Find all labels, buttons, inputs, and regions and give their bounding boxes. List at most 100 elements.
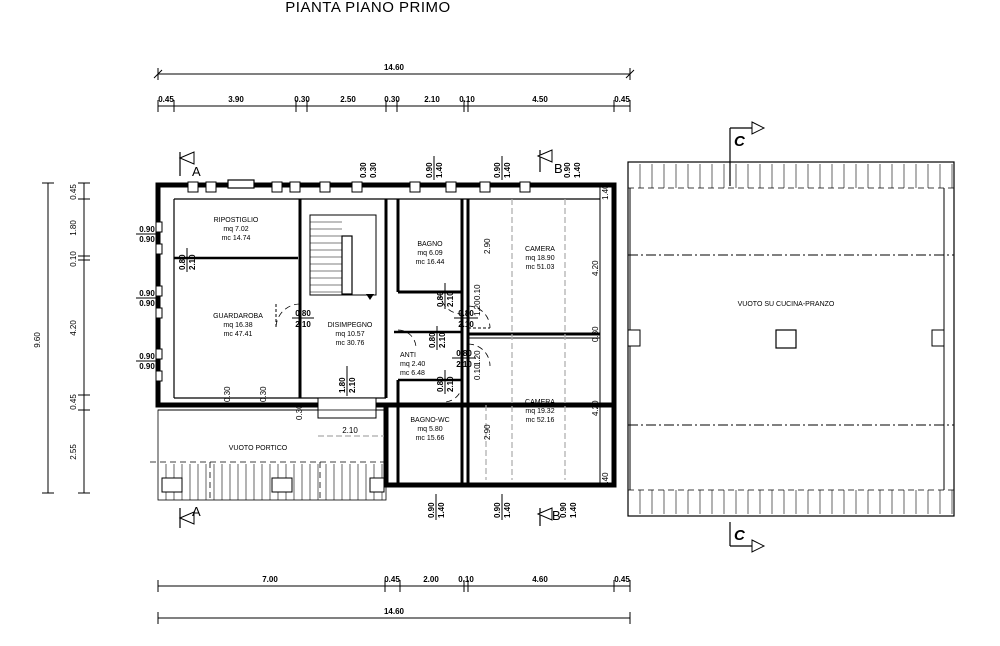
- inner-dimensions: 2.90 4.20 1.20 0.10 0.30 1.20 0.10 2.90 …: [223, 184, 610, 488]
- svg-text:DISIMPEGNO: DISIMPEGNO: [328, 322, 373, 329]
- svg-text:0.90: 0.90: [139, 225, 155, 234]
- dim-bottom-seg-6: 0.45: [614, 575, 630, 584]
- svg-text:0.10: 0.10: [473, 364, 482, 380]
- svg-text:mq 10.57: mq 10.57: [335, 331, 364, 338]
- svg-text:mc 16.44: mc 16.44: [416, 259, 445, 266]
- svg-text:2.10: 2.10: [342, 426, 358, 435]
- svg-text:1.20: 1.20: [473, 350, 482, 366]
- left-segment-dimensions: 0.45 1.80 0.10 4.20 0.45 2.55: [69, 182, 90, 494]
- room-anti: ANTI mq 2.40 mc 6.48: [400, 352, 425, 377]
- svg-text:0.90: 0.90: [425, 162, 434, 178]
- svg-text:0.90: 0.90: [493, 162, 502, 178]
- section-marker-a-top: A: [178, 151, 201, 179]
- room-ripostiglio: RIPOSTIGLIO mq 7.02 mc 14.74: [214, 217, 259, 242]
- top-total-dimension: 14.60: [153, 63, 635, 80]
- svg-text:CAMERA: CAMERA: [525, 246, 555, 253]
- dim-top-total: 14.60: [384, 63, 405, 72]
- dim-top-seg-8: 4.50: [532, 95, 548, 104]
- svg-text:1.40: 1.40: [503, 502, 512, 518]
- svg-text:2.10: 2.10: [456, 360, 472, 369]
- svg-text:mc 15.66: mc 15.66: [416, 435, 445, 442]
- svg-text:2.10: 2.10: [188, 254, 197, 270]
- svg-text:BAGNO-WC: BAGNO-WC: [410, 417, 449, 424]
- svg-text:0.30: 0.30: [223, 386, 232, 402]
- svg-text:4.20: 4.20: [591, 260, 600, 276]
- svg-text:mq 6.09: mq 6.09: [417, 250, 442, 257]
- svg-text:mc 47.41: mc 47.41: [224, 331, 253, 338]
- left-total-dimension: 9.60: [33, 182, 54, 494]
- svg-text:0.10: 0.10: [473, 284, 482, 300]
- svg-text:C: C: [734, 527, 746, 544]
- svg-text:BAGNO: BAGNO: [417, 241, 443, 248]
- svg-text:C: C: [734, 133, 746, 150]
- bottom-segment-dimensions: 7.00 0.45 2.00 0.10 4.60 0.45: [157, 575, 631, 592]
- room-bagno: BAGNO mq 6.09 mc 16.44: [416, 241, 445, 266]
- svg-text:1.80: 1.80: [338, 377, 347, 393]
- section-marker-b-top: B: [536, 149, 563, 176]
- svg-text:RIPOSTIGLIO: RIPOSTIGLIO: [214, 217, 259, 224]
- svg-text:mq 2.40: mq 2.40: [400, 361, 425, 368]
- svg-text:0.90: 0.90: [139, 352, 155, 361]
- dim-top-seg-9: 0.45: [614, 95, 630, 104]
- svg-text:1.40: 1.40: [435, 162, 444, 178]
- svg-text:1.20: 1.20: [473, 300, 482, 316]
- svg-text:0.90: 0.90: [139, 362, 155, 371]
- svg-text:0.30: 0.30: [591, 326, 600, 342]
- building-walls: [155, 179, 617, 488]
- door-ripostiglio: 0.80 2.10: [178, 248, 197, 272]
- svg-text:0.80: 0.80: [436, 291, 445, 307]
- window-dims-bottom: 0.90 1.40 0.90 1.40 0.90 1.40: [427, 494, 578, 520]
- svg-text:mc 52.16: mc 52.16: [526, 417, 555, 424]
- svg-text:0.90: 0.90: [139, 235, 155, 244]
- svg-text:0.30: 0.30: [359, 162, 368, 178]
- door-bagno-wc: 0.80 2.10: [436, 370, 463, 403]
- plan-title: PIANTA PIANO PRIMO: [285, 0, 450, 16]
- svg-text:2.90: 2.90: [483, 424, 492, 440]
- svg-text:ANTI: ANTI: [400, 352, 416, 359]
- svg-text:0.80: 0.80: [458, 309, 474, 318]
- svg-text:A: A: [192, 504, 201, 519]
- dim-bottom-seg-3: 2.00: [423, 575, 439, 584]
- dim-bottom-seg-1: 7.00: [262, 575, 278, 584]
- svg-text:mc 14.74: mc 14.74: [222, 235, 251, 242]
- svg-text:0.80: 0.80: [428, 332, 437, 348]
- room-camera-lower: CAMERA mq 19.32 mc 52.16: [525, 399, 555, 424]
- dim-bottom-seg-5: 4.60: [532, 575, 548, 584]
- svg-text:1.40: 1.40: [601, 184, 610, 200]
- dim-bottom-total: 14.60: [384, 607, 405, 616]
- dim-top-seg-3: 0.30: [294, 95, 310, 104]
- svg-text:1.40: 1.40: [569, 502, 578, 518]
- svg-text:mq 5.80: mq 5.80: [417, 426, 442, 433]
- dim-top-seg-4: 2.50: [340, 95, 356, 104]
- dim-left-seg-1: 0.45: [69, 184, 78, 200]
- svg-text:B: B: [554, 161, 563, 176]
- svg-text:2.10: 2.10: [446, 376, 455, 392]
- svg-text:GUARDAROBA: GUARDAROBA: [213, 313, 263, 320]
- door-camera-upper: 0.80 2.10: [454, 305, 491, 329]
- svg-text:mq 19.32: mq 19.32: [525, 408, 554, 415]
- svg-text:0.90: 0.90: [559, 502, 568, 518]
- dim-left-seg-4: 4.20: [69, 320, 78, 336]
- door-stair-landing: 1.80 2.10: [338, 366, 357, 396]
- svg-text:0.90: 0.90: [139, 299, 155, 308]
- svg-text:0.30: 0.30: [259, 386, 268, 402]
- room-disimpegno: DISIMPEGNO mq 10.57 mc 30.76: [328, 322, 373, 347]
- window-dims-top: 0.30 0.30 0.90 1.40 0.90 1.40 0.90 1.40: [359, 156, 582, 180]
- svg-text:0.80: 0.80: [295, 309, 311, 318]
- dim-left-seg-2: 1.80: [69, 220, 78, 236]
- dim-top-seg-2: 3.90: [228, 95, 244, 104]
- chimney-shaft: [775, 329, 797, 349]
- dim-left-total: 9.60: [33, 332, 42, 348]
- svg-text:0.30: 0.30: [295, 404, 304, 420]
- svg-text:mq 18.90: mq 18.90: [525, 255, 554, 262]
- svg-text:0.80: 0.80: [178, 254, 187, 270]
- dim-top-seg-1: 0.45: [158, 95, 174, 104]
- kitchen-void-area: VUOTO SU CUCINA-PRANZO: [627, 161, 955, 517]
- svg-text:A: A: [192, 164, 201, 179]
- svg-text:1.40: 1.40: [573, 162, 582, 178]
- dim-top-seg-6: 2.10: [424, 95, 440, 104]
- svg-text:0.30: 0.30: [369, 162, 378, 178]
- svg-text:0.90: 0.90: [427, 502, 436, 518]
- room-camera-upper: CAMERA mq 18.90 mc 51.03: [525, 246, 555, 271]
- svg-text:0.90: 0.90: [139, 289, 155, 298]
